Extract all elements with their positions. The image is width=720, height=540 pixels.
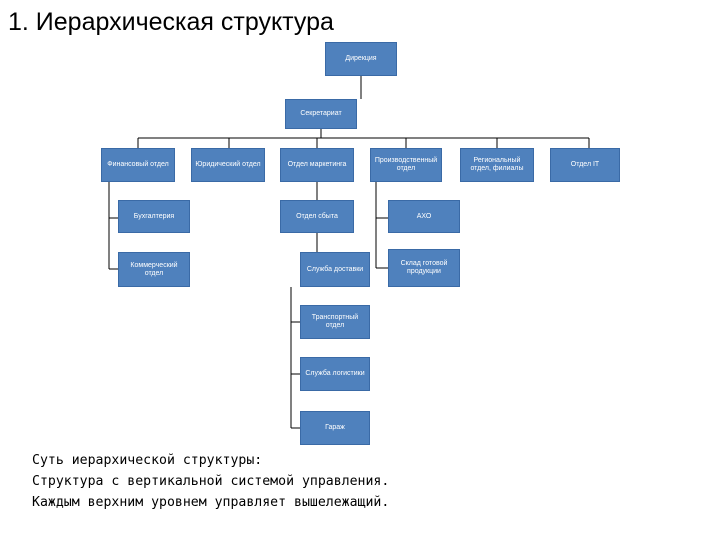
node-logistics: Служба логистики — [300, 357, 370, 391]
node-secretariat: Секретариат — [285, 99, 357, 129]
node-warehouse: Склад готовой продукции — [388, 249, 460, 287]
node-finance: Финансовый отдел — [101, 148, 175, 182]
node-delivery: Служба доставки — [300, 252, 370, 287]
description-line: Каждым верхним уровнем управляет вышележ… — [32, 495, 390, 510]
description-line: Суть иерархической структуры: — [32, 453, 263, 468]
node-garage: Гараж — [300, 411, 370, 445]
node-marketing: Отдел маркетинга — [280, 148, 354, 182]
slide-title: 1. Иерархическая структура — [8, 8, 334, 36]
node-direction: Дирекция — [325, 42, 397, 76]
node-production: Производственный отдел — [370, 148, 442, 182]
description-line: Структура с вертикальной системой управл… — [32, 474, 390, 489]
node-sales: Отдел сбыта — [280, 200, 354, 233]
node-admin: АХО — [388, 200, 460, 233]
node-regional: Региональный отдел, филиалы — [460, 148, 534, 182]
node-it: Отдел IT — [550, 148, 620, 182]
node-commercial: Коммерческий отдел — [118, 252, 190, 287]
node-legal: Юридический отдел — [191, 148, 265, 182]
description-text: Суть иерархической структуры: Структура … — [32, 450, 389, 513]
node-accounting: Бухгалтерия — [118, 200, 190, 233]
node-transport: Транспортный отдел — [300, 305, 370, 339]
